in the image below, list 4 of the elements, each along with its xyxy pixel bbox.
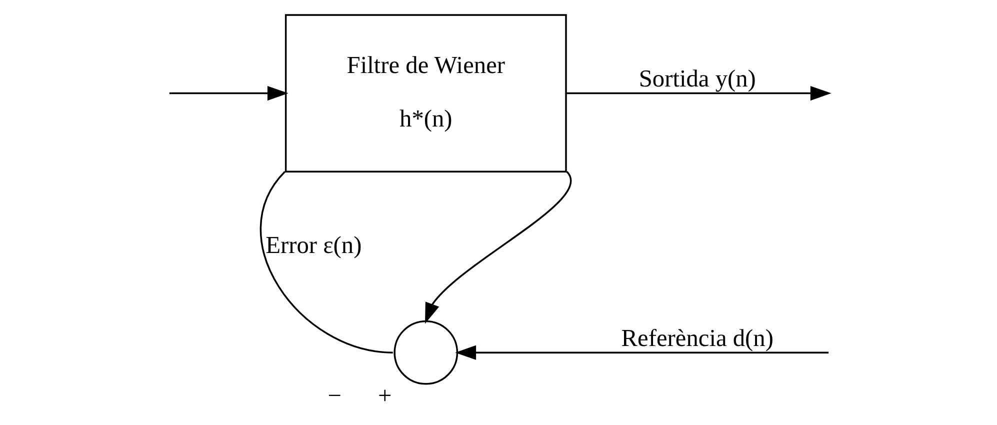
edge-label: Error ε(n) [265, 232, 362, 259]
node-label: − + [327, 382, 392, 410]
edge-label: Referència d(n) [620, 324, 773, 352]
edge-label: Sortida y(n) [638, 66, 756, 93]
